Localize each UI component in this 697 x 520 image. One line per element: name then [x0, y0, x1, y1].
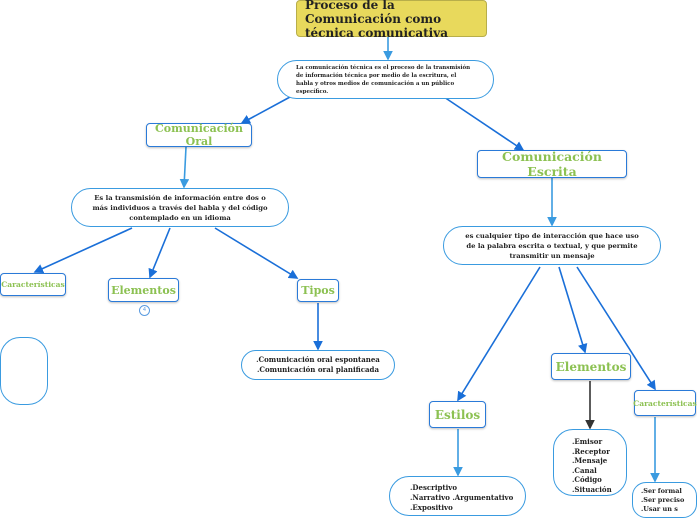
list-item: .Comunicación oral espontanea: [256, 355, 380, 364]
oral-caracteristicas-node[interactable]: Características: [0, 273, 66, 296]
list-item: .Narrativo .Argumentativo: [410, 493, 514, 502]
list-item: .Código: [572, 475, 602, 484]
list-item: .Usar un s: [641, 505, 678, 513]
definition-node[interactable]: La comunicación técnica es el proceso de…: [277, 60, 494, 99]
collapsed-count-badge[interactable]: 4: [139, 305, 150, 316]
list-item: .Receptor: [572, 446, 610, 456]
list-item: .Ser formal: [641, 487, 682, 495]
list-item: .Comunicación oral planificada: [257, 365, 379, 374]
escrita-node[interactable]: Comunicación Escrita: [477, 149, 627, 179]
oral-tipos-node[interactable]: Tipos: [297, 279, 339, 302]
escrita-caracteristicas-detail[interactable]: .Ser formal .Ser preciso .Usar un s: [632, 482, 697, 518]
escrita-elementos-node[interactable]: Elementos: [551, 353, 631, 380]
escrita-definition-node[interactable]: es cualquier tipo de interacción que hac…: [443, 226, 661, 265]
oral-tipos-detail[interactable]: .Comunicación oral espontanea .Comunicac…: [241, 350, 395, 380]
escrita-estilos-detail[interactable]: .Descriptivo .Narrativo .Argumentativo .…: [389, 476, 526, 516]
main-topic[interactable]: Proceso de la Comunicación como técnica …: [296, 0, 487, 40]
oral-caracteristicas-detail[interactable]: [0, 337, 48, 405]
escrita-elementos-detail[interactable]: .Emisor .Receptor .Mensaje .Canal .Códig…: [553, 429, 627, 496]
escrita-caracteristicas-node[interactable]: Características: [633, 390, 697, 416]
oral-elementos-node[interactable]: Elementos: [108, 278, 179, 302]
list-item: .Mensaje: [572, 456, 608, 465]
oral-node[interactable]: Comunicación Oral: [146, 122, 252, 148]
list-item: .Descriptivo: [410, 483, 458, 492]
list-item: .Expositivo: [410, 503, 453, 512]
list-item: .Ser preciso: [641, 496, 685, 504]
escrita-estilos-node[interactable]: Estilos: [429, 401, 486, 428]
list-item: .Situación: [572, 484, 612, 494]
list-item: .Emisor: [572, 437, 603, 446]
oral-definition-node[interactable]: Es la transmisión de información entre d…: [71, 188, 289, 227]
list-item: .Canal: [572, 465, 597, 475]
